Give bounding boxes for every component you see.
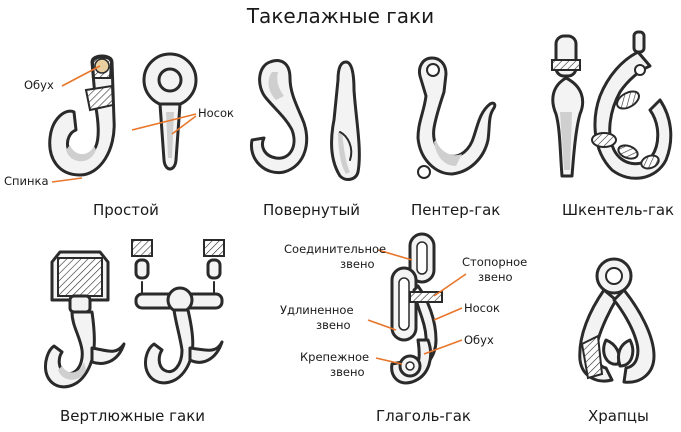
khraptsy-figure — [578, 257, 656, 384]
leader-lines — [51, 65, 467, 365]
callout-krep-line2: звено — [330, 365, 365, 379]
glagol-hook-figure — [390, 232, 443, 385]
caption-simple: Простой — [93, 201, 159, 219]
caption-vertlug: Вертлюжные гаки — [60, 407, 206, 425]
turned-hook-figure — [249, 59, 361, 181]
leader-obukh-mid — [423, 339, 463, 355]
caption-penter: Пентер-гак — [411, 201, 501, 219]
leader-krep — [375, 357, 403, 365]
swivel-hook-2-figure — [131, 239, 225, 385]
leader-nosok-mid — [433, 307, 463, 321]
callout-soed-line2: звено — [340, 257, 375, 271]
caption-khraptsy: Храпцы — [588, 407, 649, 425]
simple-hook-figure — [48, 54, 116, 177]
caption-shkentel: Шкентель-гак — [562, 201, 675, 219]
callout-krep-line1: Крепежное — [300, 350, 370, 364]
callout-spinka: Спинка — [4, 174, 49, 188]
simple-hook-side-figure — [142, 52, 198, 171]
penter-hook-figure — [416, 56, 497, 179]
leader-nosok-top-1 — [131, 113, 197, 131]
leader-nosok-top-2 — [171, 115, 197, 135]
callout-udl-line2: звено — [316, 318, 351, 332]
callout-obukh-top: Обух — [24, 78, 54, 92]
callout-stop-line2: звено — [478, 270, 513, 284]
leader-soed — [377, 249, 413, 261]
callout-udl-line1: Удлиненное — [280, 303, 354, 317]
callout-nosok-top: Носок — [198, 106, 234, 120]
leader-spinka — [51, 177, 83, 183]
shkentel-hook-figure — [551, 30, 673, 180]
diagram-title: Такелажные гаки — [246, 4, 435, 28]
leader-obukh-top — [61, 65, 101, 87]
caption-glagol: Глаголь-гак — [376, 407, 471, 425]
callout-stop-line1: Стопорное — [462, 255, 528, 269]
leader-stop — [433, 273, 467, 297]
callout-obukh-mid: Обух — [464, 333, 494, 347]
callout-nosok-mid: Носок — [464, 301, 500, 315]
leader-udl — [367, 319, 397, 331]
swivel-hook-1-figure — [44, 250, 126, 389]
caption-turned: Повернутый — [263, 201, 361, 219]
callout-soed-line1: Соединительное — [284, 242, 387, 256]
